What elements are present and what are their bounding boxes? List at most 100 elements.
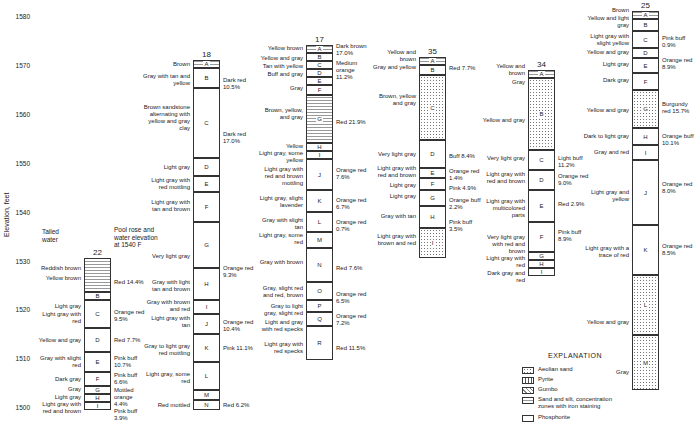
layer-description: Light gray with slight yellow (583, 33, 629, 47)
color-percent-note: Pink buff 3.5% (449, 219, 483, 233)
color-percent-note: Orange red 9.0% (558, 173, 592, 187)
color-percent-note: Orange buff 10.1% (662, 133, 696, 147)
color-percent-note: Red 7.7% (449, 65, 483, 72)
legend-swatch (522, 377, 534, 384)
layer-letter: H (203, 281, 209, 287)
layer-description: Gray with slight tan (257, 217, 303, 231)
layer-letter: B (203, 75, 209, 81)
layer-description: Light gray, some red (142, 371, 190, 385)
rock-layer: CLight grayLight gray with redOrange red… (84, 300, 111, 328)
layer-description: Yellow brown (37, 275, 81, 282)
axis-title: Elevation, feet (3, 175, 11, 255)
layer-letter: B (316, 54, 322, 60)
rock-layer: GLight grayOrange buff 2.2% (419, 190, 446, 206)
layer-description: Light gray (583, 61, 629, 68)
layer-letter: C (94, 311, 100, 317)
layer-letter: B (94, 293, 100, 299)
legend-swatch (522, 397, 534, 404)
rock-layer: CTan with yellowMedium orange 11.2% (306, 61, 333, 69)
legend-text: Gumbo (538, 386, 620, 393)
rock-layer: JLight gray with red and brown mottlingO… (306, 159, 333, 190)
elevation-tick-label: 1540 (10, 209, 30, 217)
rock-layer: MGray (632, 335, 659, 390)
layer-letter: I (540, 269, 544, 275)
layer-letter: H (429, 214, 435, 220)
legend-swatch (522, 415, 534, 422)
color-percent-note: Orange buff 2.2% (449, 197, 483, 211)
section-number: 35 (412, 47, 453, 56)
layer-letter: A (203, 61, 209, 67)
color-percent-note: Orange red 10.4% (223, 319, 257, 333)
layer-description: Yellow and gray (257, 55, 303, 62)
rock-layer: HYellow (306, 143, 333, 151)
color-percent-note: Dark red 10.5% (223, 77, 257, 91)
layer-letter: A (316, 46, 322, 52)
rock-layer: BYellow and gray (306, 53, 333, 61)
layer-letter: L (643, 302, 648, 308)
layer-letter: G (203, 242, 210, 248)
layer-description: Yellow and gray (583, 107, 629, 114)
rock-layer: ILight gray with brown and red (419, 228, 446, 258)
section-number: 17 (299, 35, 340, 44)
color-percent-note: Red 7.7% (114, 337, 148, 344)
rock-layer: IGray and red (632, 145, 659, 160)
layer-letter: P (316, 303, 322, 309)
rock-layer: LYellow and gray (632, 275, 659, 335)
layer-description: Light gray with red and brown mottling (257, 166, 303, 187)
layer-description: Gray to light gray, slight red (257, 303, 303, 317)
note: Pool rose and water elevation at 1540 F (114, 226, 158, 249)
color-percent-note: Orange red 9.3% (223, 265, 257, 279)
rock-layer: IGray with brown and red (193, 300, 220, 314)
layer-description: Red mottled (142, 402, 190, 409)
layer-letter: H (642, 134, 648, 140)
rock-layer: LLight gray, some red (193, 362, 220, 390)
layer-letter: E (429, 170, 435, 176)
rock-layer: BGrayYellow and gray (528, 78, 555, 150)
rock-layer: NRed mottledRed 6.2% (193, 400, 220, 410)
layer-description: Light gray (37, 303, 81, 310)
rock-layer: ELight gray with red and brownOrange red… (419, 168, 446, 178)
layer-letter: M (203, 392, 210, 398)
layer-letter: F (430, 181, 436, 187)
layer-description: Light gray with red mottling (142, 177, 190, 191)
elevation-tick-label: 1500 (10, 404, 30, 412)
legend-text: Aeolian sand (538, 366, 620, 373)
legend-swatch (522, 387, 534, 394)
layer-description: Light gray (37, 394, 81, 401)
layer-letter: F (204, 204, 210, 210)
layer-letter: C (538, 157, 544, 163)
layer-letter: E (642, 63, 648, 69)
layer-description: Light gray (370, 193, 416, 200)
layer-letter: G (538, 253, 545, 259)
layer-description: Gray (481, 79, 525, 86)
layer-description: Gray to light gray red mottling (142, 343, 190, 357)
rock-layer: ELight gray with multicolored partsRed 2… (528, 190, 555, 222)
color-percent-note: Orange red 6.7% (336, 197, 370, 211)
layer-description: Gray and red (583, 149, 629, 156)
rock-layer: AYellow and brown (528, 70, 555, 78)
color-percent-note: Orange red 0.7% (336, 219, 370, 233)
layer-description: Light gray, some yellow (257, 150, 303, 164)
color-percent-note: Pink buff 0.9% (662, 35, 696, 49)
color-percent-note: Light buff 11.2% (558, 155, 592, 169)
layer-description: Dark to light gray (583, 133, 629, 140)
layer-letter: F (317, 87, 323, 93)
elevation-tick-label: 1550 (10, 160, 30, 168)
elevation-tick-label: 1530 (10, 258, 30, 266)
rock-layer: JLight gray with tanOrange red 10.4% (193, 314, 220, 334)
layer-letter: I (318, 152, 322, 158)
rock-layer: FVery light gray with red and brownPink … (528, 222, 555, 252)
rock-layer: HDark to light grayOrange buff 10.1% (632, 128, 659, 145)
rock-layer: BGray and yellowRed 7.7% (419, 65, 446, 75)
layer-description: Gray (583, 369, 629, 376)
rock-layer: FDark grayPink buff 6.6% (84, 372, 111, 386)
layer-description: Light gray (370, 182, 416, 189)
color-percent-note: Red 11.5% (336, 345, 370, 352)
color-percent-note: Pink 4.9% (449, 185, 483, 192)
layer-description: Light gray, some red (257, 232, 303, 246)
layer-description: Yellow and gray (481, 117, 525, 124)
layer-letter: J (317, 172, 322, 178)
layer-description: Brown (142, 61, 190, 68)
layer-description: Light gray with red (37, 311, 81, 325)
